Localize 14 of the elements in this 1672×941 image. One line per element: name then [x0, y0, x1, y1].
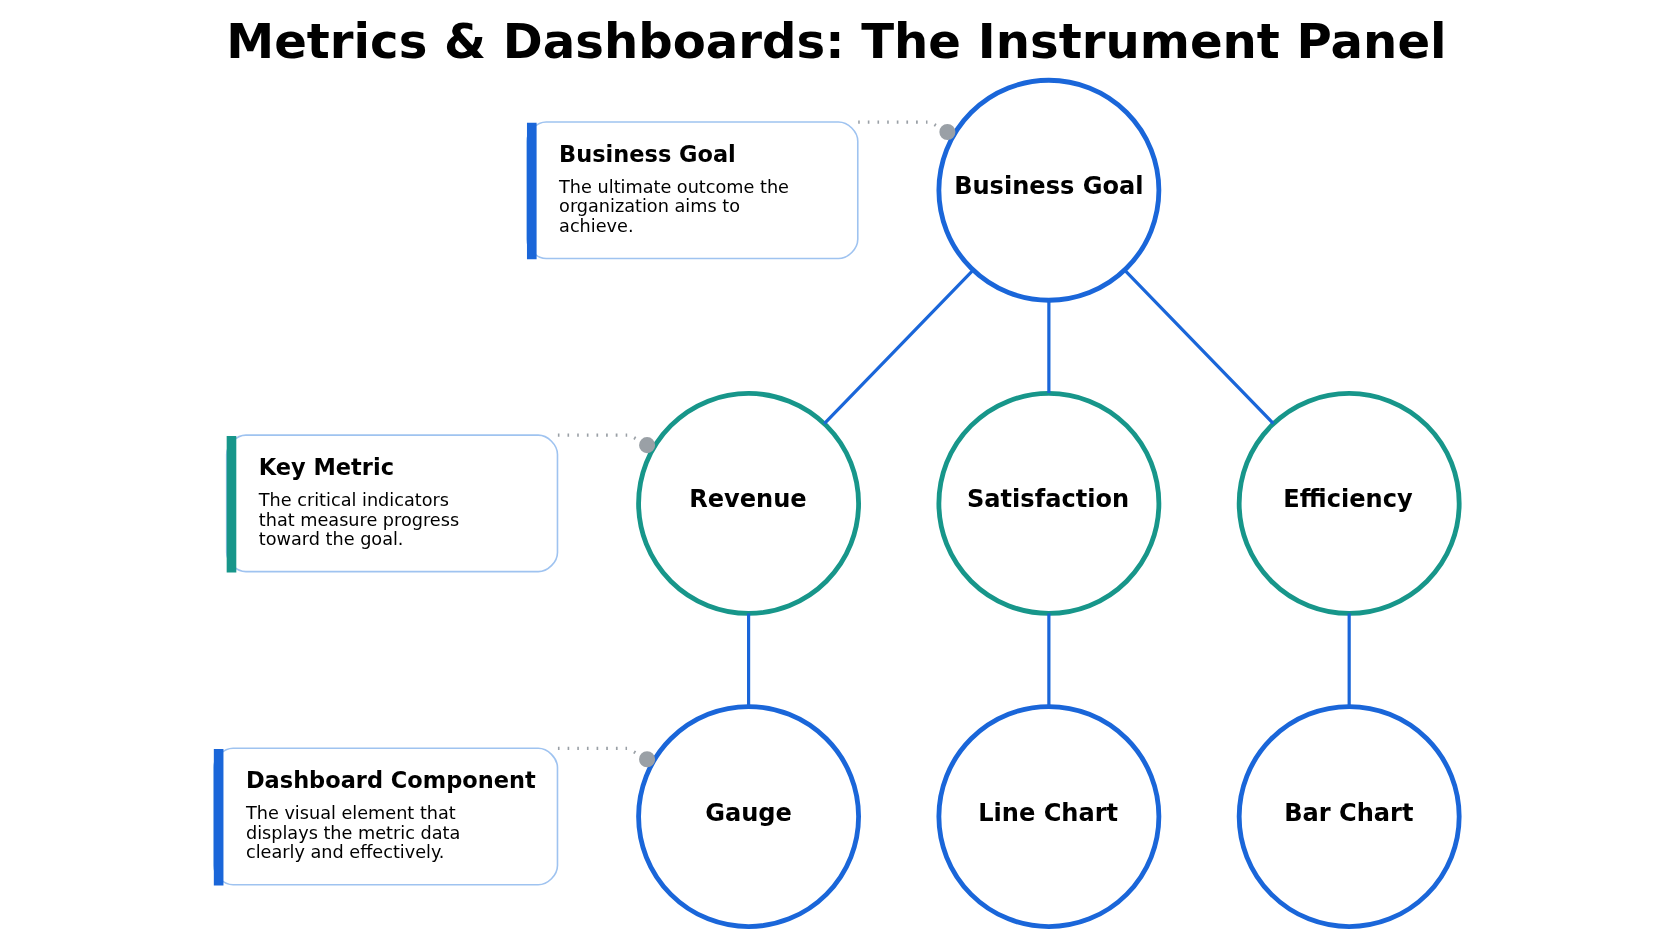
node-circle: Efficiency [1236, 391, 1462, 616]
connector [1123, 268, 1275, 425]
diagram-title: Metrics & Dashboards: The Instrument Panel [225, 12, 1447, 69]
connector [857, 120, 955, 140]
connector [1046, 613, 1050, 707]
node-circle: Line Chart [935, 704, 1161, 929]
connector [746, 613, 750, 707]
connector [1347, 613, 1351, 707]
node-circle: Bar Chart [1236, 704, 1462, 929]
connector [557, 746, 655, 768]
node-circle: Satisfaction [935, 391, 1161, 616]
connector [822, 268, 974, 425]
connector [557, 433, 655, 454]
connector [1046, 300, 1050, 393]
